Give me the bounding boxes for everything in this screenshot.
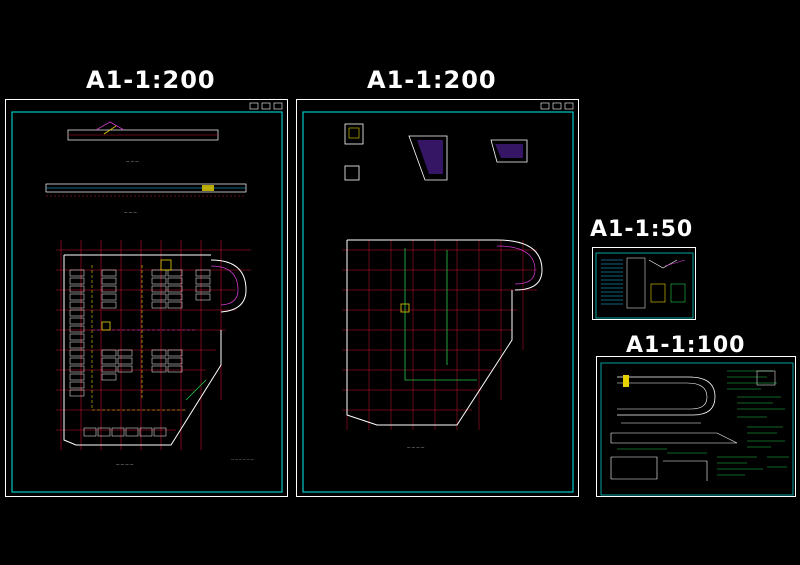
scale-label-sheet3: A1-1:50 [590, 217, 694, 242]
sheet-1-drawing: — — — — — — [11, 102, 283, 493]
sheet-2-drawing: — — — — [302, 102, 574, 493]
sheet-3-drawing [595, 252, 694, 319]
drawing-sheet-1[interactable]: — — — — — — [5, 99, 288, 497]
drawing-sheet-4[interactable] [596, 356, 796, 497]
scale-label-sheet2: A1-1:200 [367, 66, 497, 94]
svg-text:— — — —: — — — — [116, 462, 134, 466]
scale-label-sheet1: A1-1:200 [86, 66, 216, 94]
drawing-sheet-3[interactable] [592, 247, 696, 320]
svg-text:— — —: — — — [126, 159, 139, 163]
scale-label-sheet4: A1-1:100 [626, 333, 746, 358]
svg-text:— — — —: — — — — [407, 445, 425, 449]
drawing-sheet-2[interactable]: — — — — [296, 99, 579, 497]
svg-text:— — —: — — — [124, 210, 137, 214]
svg-text:— — — — — —: — — — — — — [231, 457, 254, 461]
sheet-4-drawing [600, 362, 794, 496]
